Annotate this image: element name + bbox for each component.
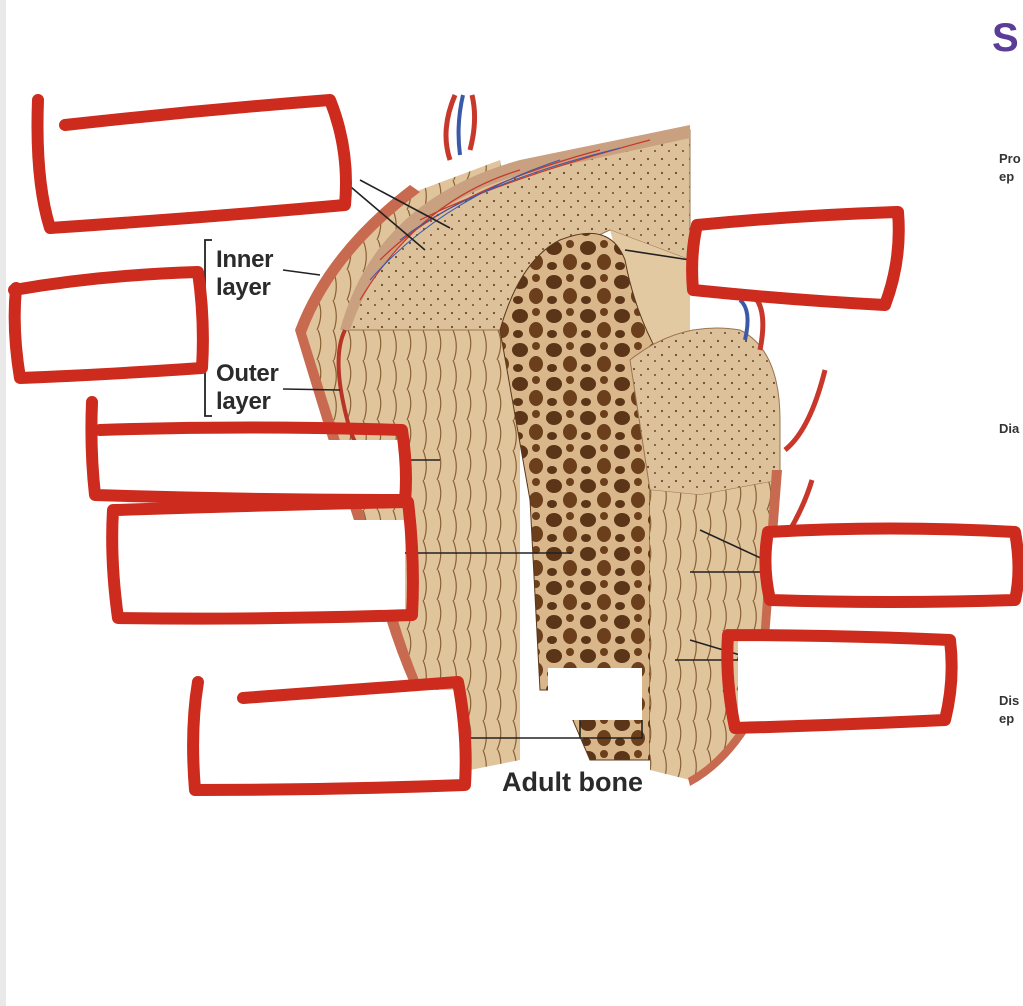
masked-label-right-mid bbox=[765, 533, 1020, 603]
red-markup-boxes bbox=[8, 94, 1023, 796]
vessel-top-blue bbox=[456, 94, 465, 156]
inner-layer-line-2: layer bbox=[216, 274, 271, 301]
masked-label-left bbox=[20, 285, 205, 365]
red-box-1 bbox=[31, 94, 352, 234]
outer-layer-line-2: layer bbox=[216, 388, 271, 415]
top-vessels-blue bbox=[369, 147, 621, 281]
medullary-cavity bbox=[548, 668, 642, 720]
diagram-caption: Adult bone bbox=[502, 767, 643, 797]
masked-label-bottom-left bbox=[200, 690, 460, 785]
inner-layer-line-1: Inner bbox=[216, 246, 274, 273]
side-label-ep: ep bbox=[999, 169, 1015, 184]
masked-label-lower-left bbox=[120, 520, 405, 615]
left-edge-strip bbox=[0, 0, 6, 1006]
top-periosteum-rim bbox=[340, 125, 690, 330]
side-label-dia: Dia bbox=[999, 421, 1020, 436]
masked-label-right-low bbox=[738, 640, 938, 725]
side-label-dis: Dis bbox=[999, 693, 1020, 708]
masked-label-mid-left bbox=[100, 440, 400, 500]
red-box-8 bbox=[721, 629, 958, 734]
red-box-2 bbox=[8, 266, 209, 384]
red-box-7 bbox=[759, 522, 1023, 608]
masked-label-right-top bbox=[700, 222, 890, 297]
vessel-right-blue bbox=[738, 298, 750, 341]
red-box-6 bbox=[686, 206, 905, 311]
red-box-5 bbox=[187, 676, 472, 796]
leader-lines bbox=[282, 179, 766, 739]
red-box-4 bbox=[106, 496, 419, 625]
side-label-ep-2: ep bbox=[999, 711, 1015, 726]
outer-layer-line-1: Outer bbox=[216, 360, 279, 387]
side-title-letter: S bbox=[992, 16, 1019, 60]
masked-label-top-left bbox=[50, 130, 340, 215]
right-cap-section bbox=[629, 327, 781, 496]
side-label-pro: Pro bbox=[999, 151, 1021, 166]
vessel-top-red bbox=[443, 94, 478, 161]
